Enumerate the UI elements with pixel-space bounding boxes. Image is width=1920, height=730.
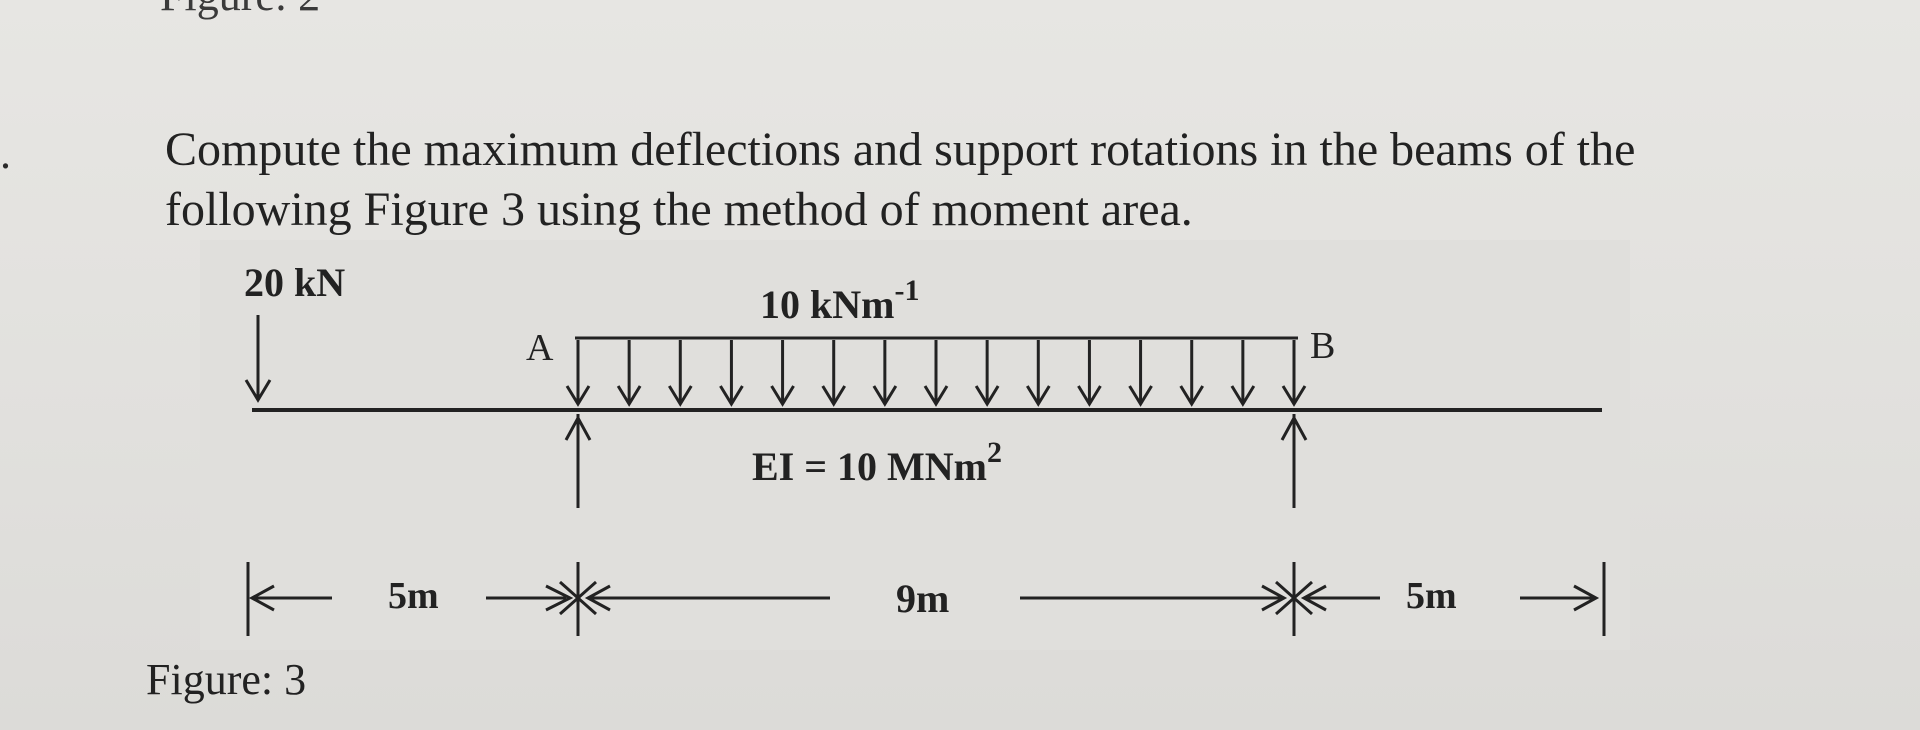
figure-panel	[200, 240, 1630, 650]
udl-arrow	[1026, 340, 1051, 407]
question-text-line-1: Compute the maximum deflections and supp…	[165, 123, 1636, 176]
support-a-label: A	[526, 327, 554, 369]
support-b-label: B	[1310, 325, 1335, 367]
udl-arrows	[565, 340, 1307, 407]
udl-arrow	[770, 340, 795, 407]
udl-label-main: 10 kNm	[760, 282, 894, 327]
ei-label: EI = 10 MNm2	[752, 436, 1002, 489]
figure-caption: Figure: 3	[146, 655, 307, 704]
dimension-left-label: 5m	[388, 575, 439, 617]
previous-figure-caption-fragment: Figure: 2	[160, 0, 320, 21]
support-a-reaction-arrow	[564, 414, 592, 508]
udl-arrow	[1230, 340, 1256, 407]
udl-label-superscript: -1	[894, 274, 919, 307]
udl-arrow	[974, 340, 1000, 407]
udl-arrow	[1281, 340, 1307, 407]
ei-label-superscript: 2	[987, 436, 1002, 469]
udl-arrow	[1128, 340, 1153, 407]
udl-arrow	[821, 340, 846, 407]
question-number: .	[0, 129, 11, 178]
dimension-line	[246, 562, 1606, 636]
udl-arrow	[923, 340, 949, 407]
question-text-line-2: following Figure 3 using the method of m…	[165, 183, 1193, 236]
udl-arrow	[668, 340, 693, 407]
udl-arrow	[872, 340, 898, 407]
udl-label: 10 kNm-1	[760, 274, 919, 327]
udl-arrow	[565, 340, 591, 407]
udl-arrow	[1179, 340, 1204, 407]
dimension-middle-label: 9m	[896, 576, 949, 621]
point-load-label: 20 kN	[244, 260, 345, 305]
udl-arrow	[616, 340, 642, 407]
udl-arrow	[719, 340, 744, 407]
ei-label-main: EI = 10 MNm	[752, 444, 987, 489]
udl-arrow	[1077, 340, 1102, 407]
dimension-right-label: 5m	[1406, 575, 1457, 617]
support-b-reaction-arrow	[1280, 414, 1308, 508]
point-load-arrow	[244, 315, 272, 403]
